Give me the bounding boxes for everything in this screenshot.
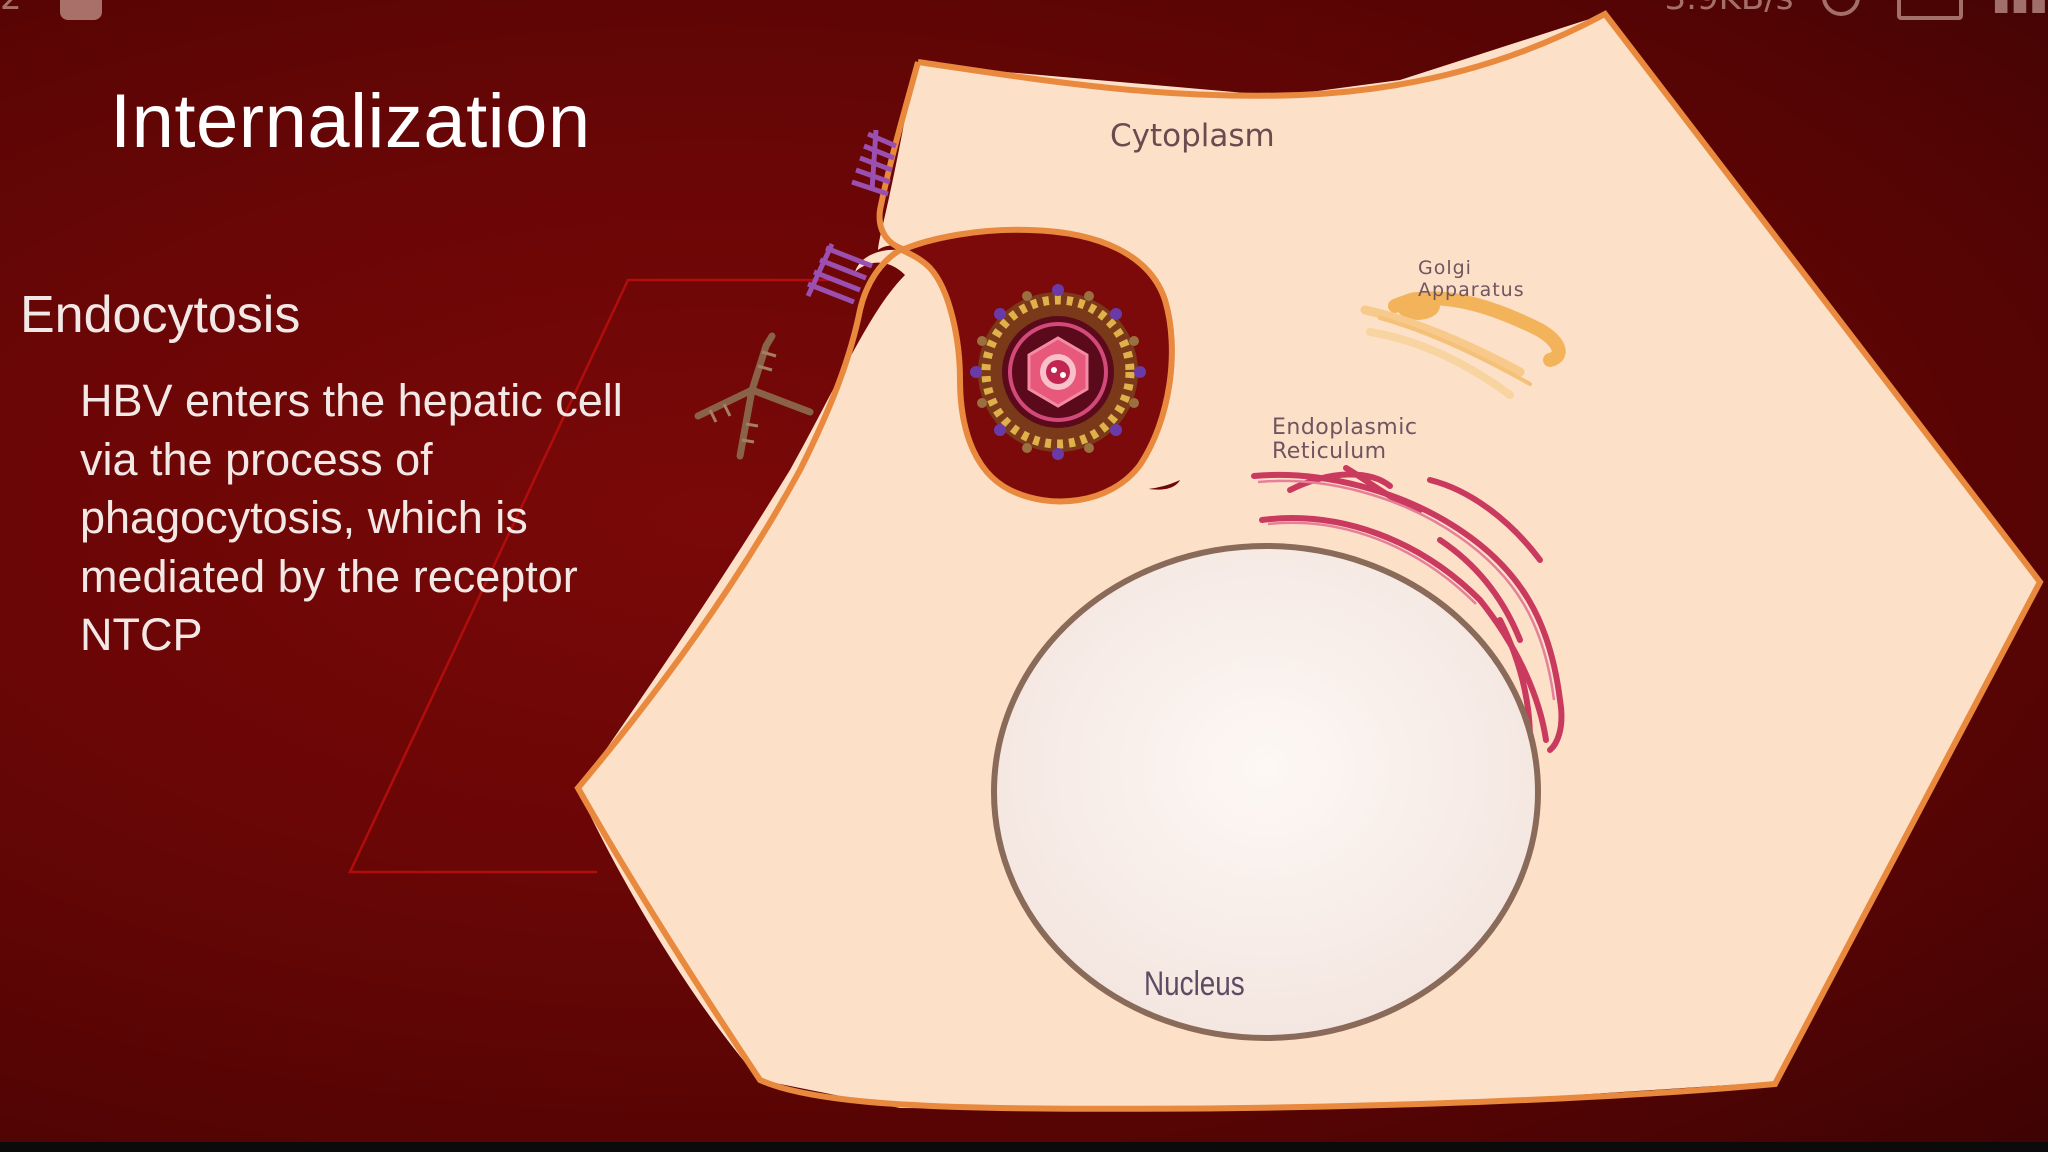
body-line: HBV enters the hepatic cell [80, 375, 623, 426]
status-left: 2 [0, 0, 103, 20]
label-cytoplasm: Cytoplasm [1110, 118, 1275, 154]
network-speed: 3.9KB/s [1665, 0, 1794, 18]
status-bar: 2 3.9KB/s ▮▮▮ [0, 0, 2048, 20]
status-right: 3.9KB/s ▮▮▮ [1647, 0, 2048, 20]
body-line: mediated by the receptor [80, 550, 578, 602]
body-line: via the process of [80, 433, 433, 485]
slide-body: HBV enters the hepatic cell via the proc… [80, 372, 700, 665]
body-line: NTCP [80, 609, 203, 660]
label-golgi-line1: Golgi [1418, 257, 1472, 279]
app-icon [60, 0, 103, 20]
label-golgi-apparatus: Golgi Apparatus [1418, 257, 1525, 301]
label-golgi-line2: Apparatus [1418, 279, 1525, 301]
er-highlight [1257, 479, 1556, 701]
antibody-detail [708, 350, 777, 444]
hbv-virus-particle [970, 284, 1146, 460]
label-er-line2: Reticulum [1272, 439, 1387, 464]
antibody-structure [694, 332, 814, 460]
status-number: 2 [0, 0, 22, 18]
signal-icon: ▮▮▮ [1992, 0, 2048, 18]
screen-icon [1897, 0, 1964, 20]
nucleus [991, 543, 1541, 1041]
ntcp-receptor-upper [851, 129, 897, 197]
ntcp-receptor-lower [805, 242, 873, 305]
label-er-line1: Endoplasmic [1272, 415, 1418, 440]
callout-lines [348, 278, 830, 874]
body-line: phagocytosis, which is [80, 492, 528, 543]
slide-title: Internalization [110, 79, 591, 164]
label-nucleus: Nucleus [1144, 965, 1245, 1003]
slide-subtitle: Endocytosis [20, 286, 301, 344]
label-endoplasmic-reticulum: Endoplasmic Reticulum [1272, 416, 1417, 464]
golgi-apparatus [1360, 291, 1566, 399]
cell-outline [574, 10, 2044, 1112]
